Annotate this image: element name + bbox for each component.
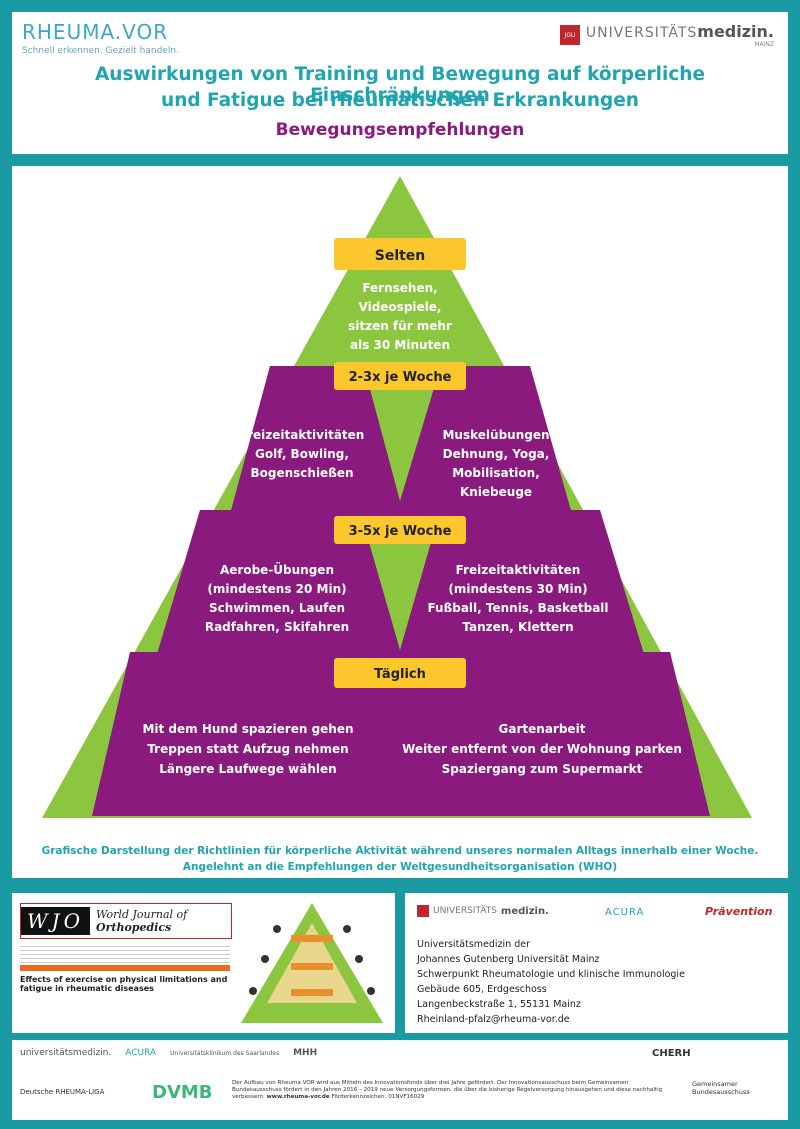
tier-2-notch xyxy=(367,378,437,501)
grant-number: Förderkennzeichen: 01NVF16029 xyxy=(331,1094,425,1100)
partner-logo: CHERH xyxy=(652,1048,691,1059)
tier2-left-2: Golf, Bowling, xyxy=(255,447,349,461)
tier-3-notch xyxy=(362,518,438,650)
orange-bar xyxy=(20,965,230,971)
label-2-3-box xyxy=(334,362,466,390)
tier2-left-1: Freizeitaktivitäten xyxy=(240,428,365,442)
journal-name-1: World Journal of xyxy=(95,908,188,921)
address-line: Johannes Gutenberg Universität Mainz xyxy=(417,954,600,965)
pyramid-panel: Selten Fernsehen, Videospiele, sitzen fü… xyxy=(12,166,788,878)
acura-logo: ACURA xyxy=(605,907,645,918)
caption-line2: Angelehnt an die Empfehlungen der Weltge… xyxy=(182,861,618,873)
journal-name-2: Orthopedics xyxy=(95,921,172,934)
tier3-right-3: Fußball, Tennis, Basketball xyxy=(427,601,608,615)
address-block: Universitätsmedizin der Johannes Gutenbe… xyxy=(417,937,685,1027)
tier4-right-3: Spaziergang zum Supermarkt xyxy=(442,762,643,776)
tier2-right-2: Dehnung, Yoga, xyxy=(443,447,550,461)
label-3-5-box xyxy=(334,516,466,544)
logo-small-bold: medizin. xyxy=(500,905,549,917)
partner-logo: DVMB xyxy=(152,1082,213,1103)
partner-logos-row1: universitätsmedizin. ACURA Universitätsk… xyxy=(20,1048,317,1058)
tier3-left-3: Schwimmen, Laufen xyxy=(209,601,345,615)
article-meta-lines xyxy=(20,943,230,963)
tier3-right-2: (mindestens 30 Min) xyxy=(448,582,587,596)
tier3-left-4: Radfahren, Skifahren xyxy=(205,620,349,634)
journal-banner: WJO World Journal of Orthopedics xyxy=(20,903,232,939)
header-panel: RHEUMA.VOR Schnell erkennen. Gezielt han… xyxy=(12,12,788,154)
tier4-right-2: Weiter entfernt von der Wohnung parken xyxy=(402,742,682,756)
logo-small-text: UNIVERSITÄTS xyxy=(433,906,497,916)
logo-text: UNIVERSITÄTS xyxy=(585,25,698,41)
jgu-badge: JGU xyxy=(559,25,580,45)
tier3-right-1: Freizeitaktivitäten xyxy=(456,563,581,577)
label-selten-box xyxy=(334,238,466,270)
praevention-logo: Prävention xyxy=(705,905,773,918)
tier2-right-1: Muskelübungen xyxy=(442,428,549,442)
tier4-left-3: Längere Laufwege wählen xyxy=(159,762,336,776)
funding-body: Der Aufbau von Rheuma VOR wird aus Mitte… xyxy=(232,1080,663,1100)
tier3-left-1: Aerobe-Übungen xyxy=(220,562,334,577)
title-line2: und Fatigue bei rheumatischen Erkrankung… xyxy=(161,90,639,111)
logo-tagline: Schnell erkennen. Gezielt handeln. xyxy=(22,46,179,56)
partner-logo: Deutsche RHEUMA-LIGA xyxy=(20,1088,105,1096)
partner-logo: MHH xyxy=(293,1048,318,1058)
label-2-3: 2-3x je Woche xyxy=(349,370,452,385)
address-line: Langenbeckstraße 1, 55131 Mainz xyxy=(417,999,581,1010)
tier2-left-3: Bogenschießen xyxy=(250,466,353,480)
logo-name: RHEUMA.VOR xyxy=(22,20,169,44)
tier4-right-1: Gartenarbeit xyxy=(499,722,586,736)
label-taeglich: Täglich xyxy=(374,667,426,682)
selten-line3: sitzen für mehr xyxy=(348,319,452,333)
partner-logo: Universitätsklinikum des Saarlandes xyxy=(170,1049,280,1057)
label-selten: Selten xyxy=(375,248,426,264)
mini-pyramid xyxy=(241,903,383,1023)
partner-logo: Gemeinsamer Bundesausschuss xyxy=(692,1080,750,1096)
partners-panel: universitätsmedizin. ACURA Universitätsk… xyxy=(12,1040,788,1120)
website-link[interactable]: www.rheuma-vor.de xyxy=(266,1094,330,1100)
address-email[interactable]: Rheinland-pfalz@rheuma-vor.de xyxy=(417,1014,570,1025)
partner-logo: ACURA xyxy=(125,1048,157,1058)
label-3-5: 3-5x je Woche xyxy=(349,524,452,539)
tier2-right-3: Mobilisation, xyxy=(452,466,540,480)
partner-logo: universitätsmedizin. xyxy=(20,1048,112,1058)
tier4-left-2: Treppen statt Aufzug nehmen xyxy=(147,742,348,756)
tier3-right-4: Tanzen, Klettern xyxy=(462,620,573,634)
rheuma-vor-logo: RHEUMA.VOR Schnell erkennen. Gezielt han… xyxy=(22,20,179,56)
title-line1: Auswirkungen von Training und Bewegung a… xyxy=(94,64,706,106)
tier3-left-2: (mindestens 20 Min) xyxy=(207,582,346,596)
article-title: Effects of exercise on physical limitati… xyxy=(20,975,228,993)
selten-line4: als 30 Minuten xyxy=(350,338,450,352)
caption-line1: Grafische Darstellung der Richtlinien fü… xyxy=(41,845,759,857)
logo-sub: MAINZ xyxy=(754,41,774,48)
pyramid-graphic: Selten Fernsehen, Videospiele, sitzen fü… xyxy=(42,176,752,818)
selten-line2: Videospiele, xyxy=(359,300,442,314)
journal-letters: WJO xyxy=(21,907,90,935)
address-line: Schwerpunkt Rheumatologie und klinische … xyxy=(417,969,685,980)
logo-bold: medizin. xyxy=(697,22,774,41)
funding-text: Der Aufbau von Rheuma VOR wird aus Mitte… xyxy=(232,1080,672,1101)
tier4-left-1: Mit dem Hund spazieren gehen xyxy=(142,722,353,736)
label-taeglich-box xyxy=(334,658,466,688)
reference-panel: WJO World Journal of Orthopedics Effects… xyxy=(12,893,395,1033)
address-line: Gebäude 605, Erdgeschoss xyxy=(417,984,547,995)
selten-line1: Fernsehen, xyxy=(362,281,437,295)
tier-4 xyxy=(92,652,710,816)
tier2-right-4: Kniebeuge xyxy=(460,485,532,499)
subtitle: Bewegungsempfehlungen xyxy=(275,120,525,140)
unimedizin-logo: JGU UNIVERSITÄTSmedizin. MAINZ xyxy=(559,22,774,48)
address-line: Universitätsmedizin der xyxy=(417,939,531,950)
